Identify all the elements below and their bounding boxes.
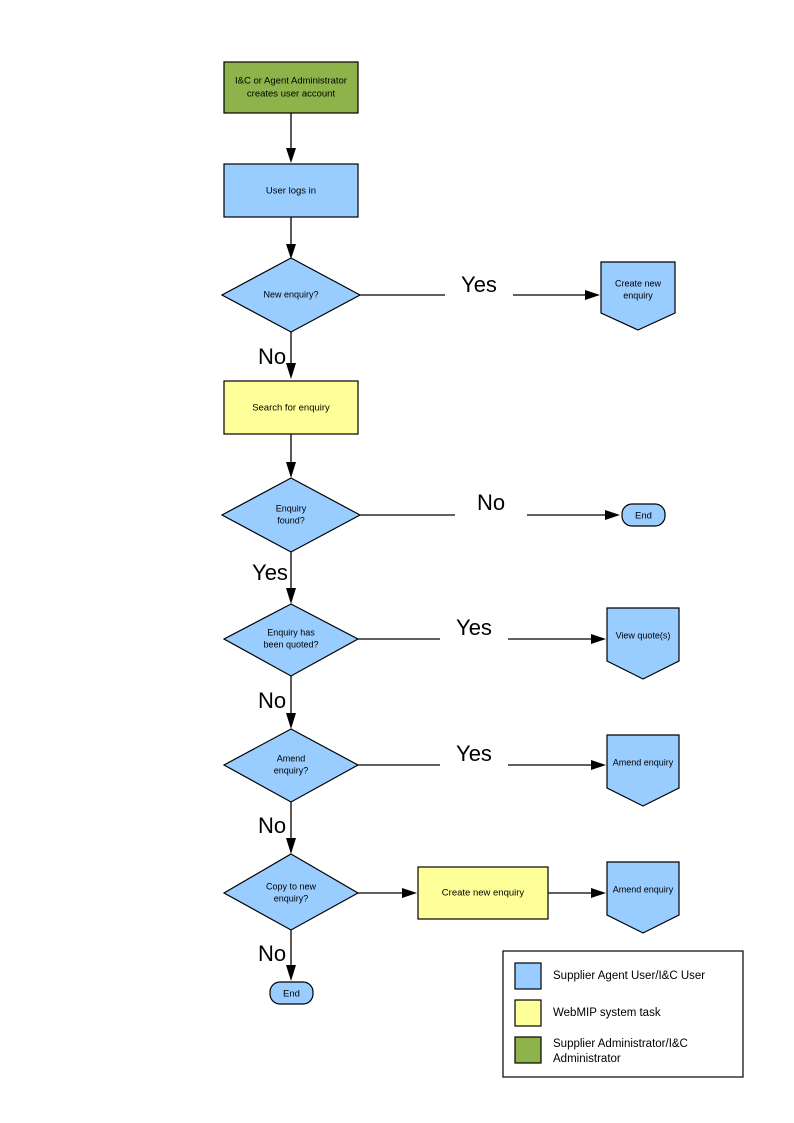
create-new-enquiry-task-shape[interactable] xyxy=(417,866,549,920)
node-end-terminator-right[interactable]: End xyxy=(621,503,666,527)
legend-item-system: WebMIP system task xyxy=(514,999,661,1027)
node-search-for-enquiry[interactable]: Search for enquiry xyxy=(223,380,359,435)
branch-label-enquiry-quoted-no: No xyxy=(258,688,286,713)
enquiry-quoted-decision-label-line2: been quoted? xyxy=(263,639,318,649)
arrowhead-newenquiry-yes xyxy=(585,290,600,300)
amend-enquiry-doc-1-shape[interactable] xyxy=(606,734,680,807)
legend-label-system: WebMIP system task xyxy=(553,1007,661,1019)
arrowhead-quoted-no xyxy=(286,713,296,729)
copy-to-new-enquiry-decision-label-line2: enquiry? xyxy=(274,893,309,903)
arrowhead-copy-no xyxy=(286,965,296,981)
arrowhead-create-to-amend2 xyxy=(591,888,606,898)
branch-label-copy-to-new-no: No xyxy=(258,941,286,966)
copy-to-new-enquiry-decision-shape[interactable] xyxy=(222,853,360,931)
enquiry-quoted-decision-shape[interactable] xyxy=(222,603,360,677)
node-amend-enquiry-decision[interactable]: Amend enquiry? xyxy=(222,728,360,803)
new-enquiry-decision-label: New enquiry? xyxy=(263,289,318,299)
search-for-enquiry-shape[interactable] xyxy=(223,380,359,435)
arrowhead-copy-to-create xyxy=(402,888,417,898)
create-new-enquiry-task-label: Create new enquiry xyxy=(442,888,525,899)
admin-creates-account-shape[interactable] xyxy=(223,61,359,114)
branch-label-enquiry-found-yes: Yes xyxy=(252,560,288,585)
legend-swatch-user xyxy=(514,962,542,990)
enquiry-quoted-decision-label-line1: Enquiry has xyxy=(267,627,315,637)
view-quotes-doc-label: View quote(s) xyxy=(616,630,671,640)
legend-container xyxy=(502,950,744,1078)
search-for-enquiry-label: Search for enquiry xyxy=(252,403,330,414)
amend-enquiry-decision-shape[interactable] xyxy=(222,728,360,803)
create-new-enquiry-doc-shape[interactable] xyxy=(600,261,676,331)
arrowhead-newenquiry-no xyxy=(286,363,296,379)
node-create-new-enquiry-task[interactable]: Create new enquiry xyxy=(417,866,549,920)
end-terminator-right-label: End xyxy=(635,511,652,522)
amend-enquiry-doc-2-shape[interactable] xyxy=(606,861,680,934)
arrowhead-amend-yes xyxy=(591,760,606,770)
enquiry-found-decision-shape[interactable] xyxy=(220,477,362,553)
node-copy-to-new-enquiry-decision[interactable]: Copy to new enquiry? xyxy=(222,853,360,931)
amend-enquiry-decision-label-line2: enquiry? xyxy=(274,765,309,775)
node-amend-enquiry-doc-1[interactable]: Amend enquiry xyxy=(606,734,680,807)
amend-enquiry-doc-2-label: Amend enquiry xyxy=(613,884,674,894)
node-create-new-enquiry-doc[interactable]: Create new enquiry xyxy=(600,261,676,331)
admin-creates-account-label-line1: I&C or Agent Administrator xyxy=(235,76,347,87)
legend-label-admin-line1: Supplier Administrator/I&C xyxy=(553,1038,688,1050)
new-enquiry-decision-shape[interactable] xyxy=(220,257,362,333)
branch-label-enquiry-quoted-yes: Yes xyxy=(456,615,492,640)
arrowhead-found-yes xyxy=(286,588,296,604)
node-new-enquiry-decision[interactable]: New enquiry? xyxy=(220,257,362,333)
legend-item-user: Supplier Agent User/I&C User xyxy=(514,962,705,990)
node-enquiry-quoted-decision[interactable]: Enquiry has been quoted? xyxy=(222,603,360,677)
legend-item-admin: Supplier Administrator/I&C Administrator xyxy=(514,1036,688,1065)
end-terminator-bottom-label: End xyxy=(283,989,300,1000)
admin-creates-account-label-line2: creates user account xyxy=(247,89,336,100)
branch-label-new-enquiry-no: No xyxy=(258,344,286,369)
node-end-terminator-bottom[interactable]: End xyxy=(269,981,314,1005)
arrowhead-admin-to-login xyxy=(286,148,296,163)
connectors xyxy=(286,113,620,981)
arrowhead-amend-no xyxy=(286,838,296,854)
node-admin-creates-account[interactable]: I&C or Agent Administrator creates user … xyxy=(223,61,359,114)
enquiry-found-decision-label-line1: Enquiry xyxy=(276,503,307,513)
create-new-enquiry-doc-label-line2: enquiry xyxy=(623,290,653,300)
node-user-logs-in[interactable]: User logs in xyxy=(223,163,359,218)
view-quotes-doc-shape[interactable] xyxy=(606,607,680,680)
branch-labels: Yes No No Yes Yes No Yes No No xyxy=(252,272,505,966)
arrowhead-search-to-found xyxy=(286,462,296,478)
legend-swatch-admin xyxy=(514,1036,542,1064)
arrowhead-login-to-newenquiry xyxy=(286,244,296,259)
enquiry-found-decision-label-line2: found? xyxy=(277,515,305,525)
end-terminator-bottom-shape[interactable] xyxy=(269,981,314,1005)
legend: Supplier Agent User/I&C User WebMIP syst… xyxy=(502,950,744,1078)
legend-label-admin-line2: Administrator xyxy=(553,1053,621,1065)
node-view-quotes-doc[interactable]: View quote(s) xyxy=(606,607,680,680)
legend-label-user: Supplier Agent User/I&C User xyxy=(553,970,705,982)
branch-label-new-enquiry-yes: Yes xyxy=(461,272,497,297)
end-terminator-right-shape[interactable] xyxy=(621,503,666,527)
branch-label-amend-enquiry-no: No xyxy=(258,813,286,838)
user-logs-in-shape[interactable] xyxy=(223,163,359,218)
branch-label-enquiry-found-no: No xyxy=(477,490,505,515)
amend-enquiry-decision-label-line1: Amend xyxy=(277,753,306,763)
branch-label-amend-enquiry-yes: Yes xyxy=(456,741,492,766)
node-enquiry-found-decision[interactable]: Enquiry found? xyxy=(220,477,362,553)
amend-enquiry-doc-1-label: Amend enquiry xyxy=(613,757,674,767)
node-amend-enquiry-doc-2[interactable]: Amend enquiry xyxy=(606,861,680,934)
legend-swatch-system xyxy=(514,999,542,1027)
create-new-enquiry-doc-label-line1: Create new xyxy=(615,278,662,288)
arrowhead-quoted-yes xyxy=(591,634,606,644)
arrowhead-found-no xyxy=(605,510,620,520)
user-logs-in-label: User logs in xyxy=(266,186,316,197)
copy-to-new-enquiry-decision-label-line1: Copy to new xyxy=(266,881,317,891)
